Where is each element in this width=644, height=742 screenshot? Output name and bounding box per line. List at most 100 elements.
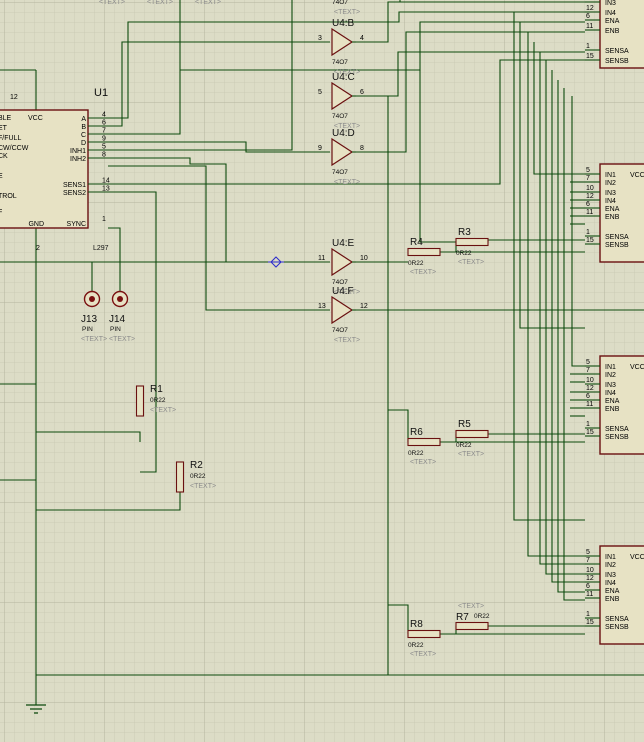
u1-pin-label: INH1 — [70, 148, 86, 155]
driver-pin-number: 6 — [586, 201, 590, 208]
resistor-r6[interactable] — [407, 437, 441, 447]
wire[interactable] — [356, 31, 585, 153]
driver-body[interactable] — [599, 545, 644, 645]
resistor-placeholder-text: <TEXT> — [410, 269, 436, 276]
buffer-u4-e[interactable] — [331, 247, 356, 277]
resistor-body[interactable] — [455, 621, 489, 631]
buffer-pin-number: 6 — [360, 89, 364, 96]
resistor-r3[interactable] — [455, 237, 489, 247]
wire[interactable] — [551, 70, 585, 583]
buffer-part-label: 74O7 — [332, 113, 348, 120]
driver-body[interactable] — [599, 0, 644, 69]
driver-pin-number: 5 — [586, 167, 590, 174]
u1-pin-number: 4 — [102, 112, 106, 119]
connector-j13[interactable] — [83, 290, 101, 308]
wire[interactable] — [108, 11, 585, 119]
driver-pin-number: 7 — [586, 367, 590, 374]
buffer-triangle[interactable] — [331, 247, 354, 277]
wire[interactable] — [108, 141, 330, 153]
buffer-placeholder-text: <TEXT> — [334, 289, 360, 296]
resistor-placeholder-text: <TEXT> — [150, 407, 176, 414]
driver-pin-label: IN4 — [605, 580, 616, 587]
resistor-body[interactable] — [407, 437, 441, 447]
wire[interactable] — [388, 409, 409, 442]
buffer-triangle[interactable] — [331, 295, 354, 325]
buffer-part-label: 74O7 — [332, 327, 348, 334]
buffer-pin-number: 8 — [360, 145, 364, 152]
wire[interactable] — [557, 80, 585, 593]
wire[interactable] — [563, 88, 585, 601]
driver-pin-number: 10 — [586, 377, 594, 384]
buffer-pin-number: 3 — [318, 35, 322, 42]
driver-ic-1[interactable] — [585, 0, 644, 69]
wire[interactable] — [108, 191, 157, 473]
top-placeholder-text: <TEXT> — [99, 0, 125, 6]
driver-pin-label: IN3 — [605, 572, 616, 579]
resistor-body[interactable] — [455, 237, 489, 247]
wire[interactable] — [419, 70, 456, 243]
resistor-body[interactable] — [455, 429, 489, 439]
parts-layer[interactable] — [0, 0, 644, 645]
u1-pin-label: GND — [28, 221, 44, 228]
driver-body[interactable] — [599, 163, 644, 263]
connector-placeholder-text: <TEXT> — [109, 336, 135, 343]
buffer-triangle[interactable] — [331, 27, 354, 57]
wire[interactable] — [108, 165, 330, 311]
u1-pin-label: CW/CCW — [0, 145, 29, 152]
wire[interactable] — [533, 42, 585, 175]
resistor-body[interactable] — [407, 629, 441, 639]
driver-body[interactable] — [599, 355, 644, 455]
resistor-r5[interactable] — [455, 429, 489, 439]
wire[interactable] — [108, 59, 585, 185]
driver-ic-4[interactable] — [585, 545, 644, 645]
buffer-pin-number: 4 — [360, 35, 364, 42]
driver-pin-label: IN2 — [605, 180, 616, 187]
resistor-placeholder-text: <TEXT> — [410, 651, 436, 658]
wire[interactable] — [36, 431, 141, 442]
connector-j14[interactable] — [111, 290, 129, 308]
resistor-r2[interactable] — [175, 461, 185, 493]
u1-pin-number: 8 — [102, 152, 106, 159]
driver-pin-label: SENSA — [605, 426, 629, 433]
resistor-r7[interactable] — [455, 621, 489, 631]
wire[interactable] — [519, 22, 585, 329]
wire[interactable] — [527, 32, 585, 557]
resistor-body[interactable] — [407, 247, 441, 257]
wire[interactable] — [356, 51, 585, 97]
wire[interactable] — [108, 0, 181, 135]
wire[interactable] — [108, 41, 330, 127]
resistor-r4[interactable] — [407, 247, 441, 257]
resistor-r8[interactable] — [407, 629, 441, 639]
buffer-triangle[interactable] — [331, 137, 354, 167]
wire[interactable] — [513, 12, 585, 521]
resistor-body[interactable] — [175, 461, 185, 493]
connector-type-label: PIN — [110, 326, 121, 333]
resistor-body[interactable] — [135, 385, 145, 417]
wire[interactable] — [356, 1, 585, 43]
wire[interactable] — [388, 604, 409, 634]
buffer-u4-c[interactable] — [331, 81, 356, 111]
wire[interactable] — [571, 96, 585, 367]
buffer-u4-d[interactable] — [331, 137, 356, 167]
wire[interactable] — [108, 0, 293, 151]
wire[interactable] — [108, 227, 121, 262]
wire-layer[interactable] — [0, 0, 644, 714]
driver-pin-label: SENSB — [605, 434, 629, 441]
driver-pin-number: 6 — [586, 393, 590, 400]
u1-pin-label: CK — [0, 153, 8, 160]
buffer-u4-b[interactable] — [331, 27, 356, 57]
u1-ref-label: U1 — [94, 87, 108, 99]
wire[interactable] — [545, 60, 585, 575]
u1-body[interactable] — [0, 109, 89, 229]
buffer-triangle[interactable] — [331, 81, 354, 111]
wire[interactable] — [180, 21, 585, 71]
driver-ic-3[interactable] — [585, 355, 644, 455]
u1-pin-number: 7 — [102, 128, 106, 135]
resistor-r1[interactable] — [135, 385, 145, 417]
wire[interactable] — [539, 52, 585, 565]
resistor-placeholder-text: <TEXT> — [458, 603, 484, 610]
driver-ic-2[interactable] — [585, 163, 644, 263]
buffer-u4-f[interactable] — [331, 295, 356, 325]
